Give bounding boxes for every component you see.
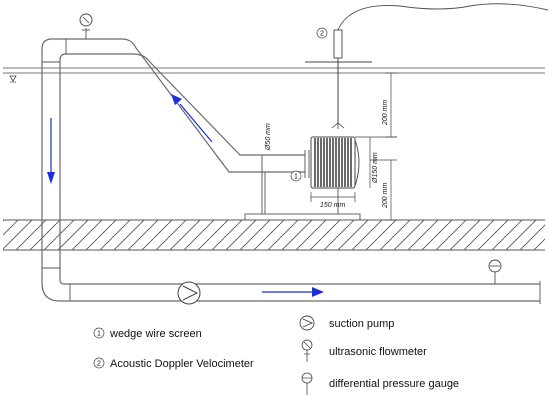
ultrasonic-flowmeter [79,13,93,39]
pipe-loop [41,38,541,304]
flow-arrow-icon [47,172,55,184]
height-lower-label: 200 mm [382,183,389,209]
legend-ultrasonic-flowmeter: ultrasonic flowmeter [329,346,427,358]
channel-bed [3,219,545,251]
height-upper-label: 200 mm [382,100,389,126]
legend-adv: Acoustic Doppler Velocimeter [110,358,254,370]
suction-pump-icon [177,281,201,305]
dia-150-label: Ø150 mm [372,152,379,184]
legend-2-num: 2 [97,361,101,368]
marker-2-circle [316,27,328,39]
differential-pressure-gauge [488,259,502,284]
dia-50-label: Ø50 mm [265,123,272,151]
legend-suction-pump: suction pump [329,318,394,330]
water-surface [3,67,545,83]
water-surface-icon [9,75,17,82]
suction-pump [177,281,201,305]
marker-1: 1 [294,174,298,181]
legend: 1 wedge wire screen 2 Acoustic Doppler V… [93,315,459,395]
adv-probe: 2 [305,3,549,129]
dimensions [310,72,397,221]
marker-2: 2 [320,31,324,38]
legend-wedge-wire-screen: wedge wire screen [109,328,202,340]
legend-1-num: 1 [97,331,101,338]
flow-arrows [47,94,324,297]
wedge-wire-screen [310,136,360,189]
legend-differential-pressure-gauge: differential pressure gauge [329,378,459,390]
flow-arrow-icon [171,94,182,105]
flow-arrow-icon [312,287,324,297]
marker-1-circle [290,170,302,182]
len-150-label: 150 mm [320,202,345,209]
